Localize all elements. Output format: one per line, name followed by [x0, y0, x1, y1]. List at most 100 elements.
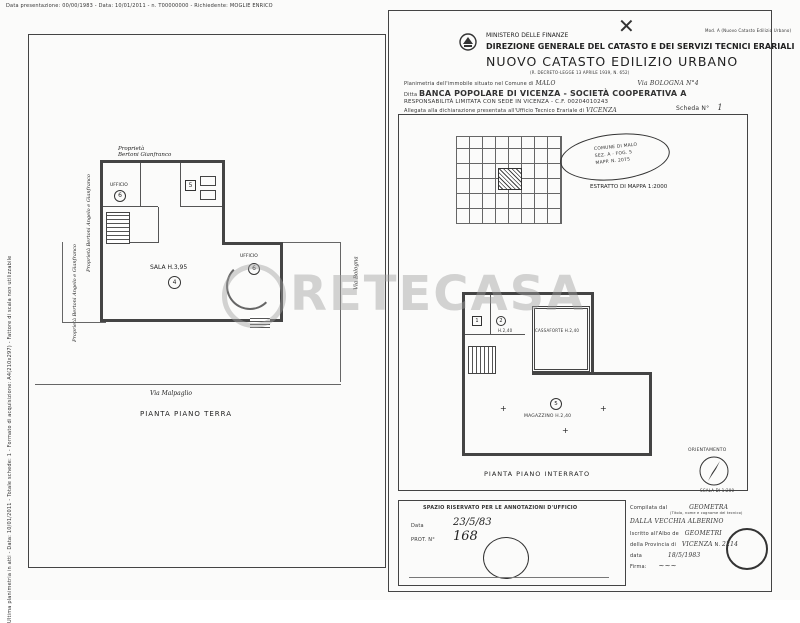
prov-label: della Provincia di	[630, 542, 677, 548]
compiled-value: GEOMETRA	[689, 504, 729, 511]
column-marker: +	[600, 404, 607, 413]
partition	[140, 163, 141, 207]
partition	[158, 207, 159, 243]
partition	[180, 163, 181, 207]
firma-label: Firma:	[630, 564, 647, 570]
plan-title-ground: PIANTA PIANO TERRA	[140, 410, 233, 418]
technician-name: DALLA VECCHIA ALBERINO	[630, 518, 724, 525]
scheda-field: Scheda N° 1	[676, 103, 723, 112]
via-value: Via BOLOGNA N°4	[637, 80, 699, 87]
prot-value: 168	[453, 529, 478, 544]
partition	[103, 206, 158, 207]
signature-line	[409, 577, 609, 578]
partition	[180, 206, 222, 207]
compiled-hint: (Titolo, nome e cognome del tecnico)	[670, 511, 743, 515]
site-boundary	[62, 322, 106, 323]
room-office-number: 6	[114, 190, 126, 202]
partition	[465, 334, 525, 335]
albo-value: GEOMETRI	[684, 530, 722, 537]
office-stamp	[483, 537, 529, 579]
room-magazzino-number: 5	[550, 398, 562, 410]
date-label: Data	[411, 523, 424, 529]
staircase	[106, 212, 130, 244]
prov-row: della Provincia di VICENZA N. 2214	[630, 541, 738, 548]
ministry-emblem-icon	[458, 32, 478, 52]
room-office-label: UFFICIO	[110, 183, 128, 188]
plan-line-1: Planimetria dell'immobile situato nel Co…	[404, 80, 699, 87]
column-marker: +	[562, 426, 569, 435]
data-value: 18/5/1983	[667, 552, 701, 559]
partition	[490, 295, 491, 335]
wall	[462, 453, 652, 456]
wall	[222, 160, 225, 244]
site-boundary	[35, 384, 341, 385]
data-label: data	[630, 553, 643, 559]
plan-inner-frame	[398, 114, 748, 491]
document-subtitle: (R. DECRETO-LEGGE 13 APRILE 1939, N. 652…	[530, 70, 630, 75]
floor-plan-basement: 1 2 H.2,40 CASSAFORTE H.2,40 5 MAGAZZINO…	[462, 286, 652, 456]
office-annotations-box: SPAZIO RISERVATO PER LE ANNOTAZIONI D'UF…	[398, 500, 626, 586]
wall	[100, 319, 283, 322]
wall	[462, 292, 594, 295]
right-page-frame	[388, 10, 772, 592]
directorate-title: DIREZIONE GENERALE DEL CATASTO E DEI SER…	[486, 42, 795, 51]
site-boundary	[340, 242, 341, 382]
partition	[130, 242, 158, 243]
date-value: 23/5/83	[453, 517, 492, 528]
vault-label: CASSAFORTE H.2,40	[535, 328, 580, 333]
ministry-name: MINISTERO DELLE FINANZE	[486, 32, 569, 39]
watermark-text: RETECASA	[290, 266, 586, 322]
room-hall-number: 4	[168, 276, 181, 289]
n-label: N.	[714, 542, 721, 548]
plan-line-4: Allegata alla dichiarazione presentata a…	[404, 107, 617, 114]
left-top-strip: Data presentazione: 00/00/1983 - Data: 1…	[6, 3, 273, 9]
wall	[100, 160, 225, 163]
stamp-line-3: MAPP. N. 2075	[595, 157, 631, 167]
wall	[462, 292, 465, 456]
plan-title-basement: PIANTA PIANO INTERRATO	[484, 470, 591, 478]
staircase	[468, 346, 496, 374]
signature-scribble: ~~~	[658, 562, 677, 570]
compiled-label: Compilata dal	[630, 505, 668, 511]
wc-fixture	[200, 176, 216, 186]
comune-value: MALO	[535, 80, 556, 87]
map-extract	[456, 136, 562, 224]
corner-note: Mod. A (Nuovo Catasto Edilizio Urbano)	[705, 28, 792, 33]
room-hall-label: SALA H.3,95	[150, 264, 188, 271]
watermark-logo-icon	[222, 264, 286, 328]
map-caption: ESTRATTO DI MAPPA 1:2000	[590, 184, 668, 190]
magazzino-label: MAGAZZINO H.2,40	[524, 414, 572, 419]
vault-room	[532, 306, 590, 372]
room-height-label: H.2,40	[498, 328, 513, 333]
technician-box: Compilata dal GEOMETRA (Titolo, nome e c…	[630, 500, 770, 584]
street-bottom-label: Via Malpaglio	[150, 390, 192, 397]
cross-mark: ✕	[618, 14, 635, 38]
room-wc-number: 5	[185, 180, 196, 191]
albo-row: Iscritto all'Albo de GEOMETRI	[630, 530, 722, 537]
ditta-label: Ditta	[404, 92, 418, 98]
geometra-seal	[726, 528, 768, 570]
compass-icon	[698, 455, 730, 487]
scheda-label: Scheda N°	[676, 105, 710, 112]
left-page-frame	[28, 34, 386, 568]
orientation-label: ORIENTAMENTO	[688, 448, 727, 453]
scheda-number: 1	[717, 103, 723, 112]
firma-row: Firma: ~~~	[630, 562, 677, 570]
line4-prefix: Allegata alla dichiarazione presentata a…	[404, 108, 585, 114]
cadastral-document: Data presentazione: 00/00/1983 - Data: 1…	[6, 3, 795, 623]
prot-label: PROT. N°	[411, 537, 435, 543]
document-title: NUOVO CATASTO EDILIZIO URBANO	[486, 54, 739, 69]
room-office2-label: UFFICIO	[240, 254, 258, 259]
wall	[100, 160, 103, 322]
neighbor-left-label: Proprietà Bertoni Angelo e Gianfranco	[71, 244, 78, 342]
city-value: VICENZA	[586, 107, 617, 114]
ditta-value: BANCA POPOLARE DI VICENZA - SOCIETÀ COOP…	[419, 89, 687, 98]
neighbor-top-label: Proprietà Bertoni Gianfranco	[118, 146, 172, 158]
line1-prefix: Planimetria dell'immobile situato nel Co…	[404, 81, 534, 87]
site-boundary	[62, 242, 63, 322]
date-row: data 18/5/1983	[630, 552, 700, 559]
wc-fixture	[200, 190, 216, 200]
albo-label: Iscritto all'Albo de	[630, 531, 679, 537]
wall	[532, 372, 652, 375]
neighbor-right-label: Proprietà Bertoni Angelo e Gianfranco	[85, 174, 92, 272]
